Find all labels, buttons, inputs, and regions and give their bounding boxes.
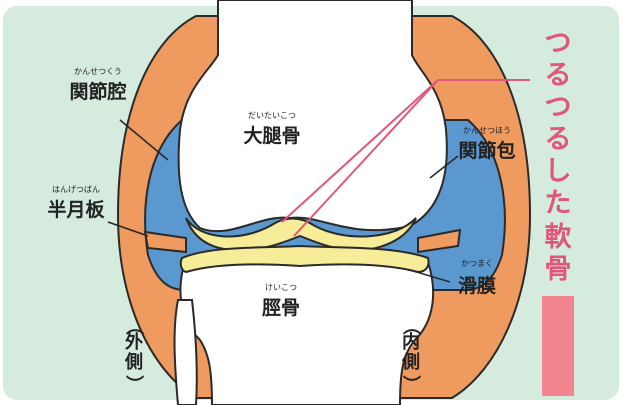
inner-side-char: 側 <box>401 351 420 373</box>
femur <box>179 0 447 231</box>
highlight-char: し <box>545 156 572 187</box>
katsumaku-reading: かつまく <box>461 259 493 268</box>
kansetsuhou-reading: かんせつほう <box>463 126 511 135</box>
daitaikotsu-reading: だいたいこつ <box>248 111 296 120</box>
outer-side-char: 側 <box>124 351 143 373</box>
daitaikotsu-label: 大腿骨 <box>243 124 300 147</box>
kotsu-label: 脛骨 <box>261 297 300 319</box>
kotsu-reading: けいこつ <box>265 283 297 292</box>
hangetsuban-label: 半月板 <box>47 198 105 221</box>
highlight-char: 骨 <box>545 254 572 285</box>
fibula <box>175 300 197 405</box>
inner-side-char: ） <box>400 375 421 393</box>
kansetsuhou-label: 関節包 <box>458 139 515 162</box>
highlight-char: る <box>545 60 572 91</box>
highlight-char: た <box>545 188 572 219</box>
outer-side-char: ） <box>123 375 144 393</box>
hangetsuban-reading: はんげつばん <box>52 185 100 194</box>
katsumaku-label: 滑膜 <box>458 274 496 297</box>
kansetsukou-label: 関節腔 <box>69 80 126 103</box>
accent-bar <box>542 296 574 396</box>
kansetsukou-reading: かんせつくう <box>74 67 122 76</box>
highlight-char: 軟 <box>545 222 573 253</box>
highlight-char: る <box>545 124 572 155</box>
highlight-char: つ <box>545 28 572 59</box>
highlight-text: つ る つ る し た 軟 骨 <box>545 28 573 285</box>
tibia <box>180 257 433 405</box>
inner-side-label: （ 内 側 ） <box>400 317 421 393</box>
highlight-char: つ <box>545 92 572 123</box>
outer-side-label: （ 外 側 ） <box>123 317 144 393</box>
outer-side-char: 外 <box>125 331 143 353</box>
inner-side-char: 内 <box>402 331 420 353</box>
